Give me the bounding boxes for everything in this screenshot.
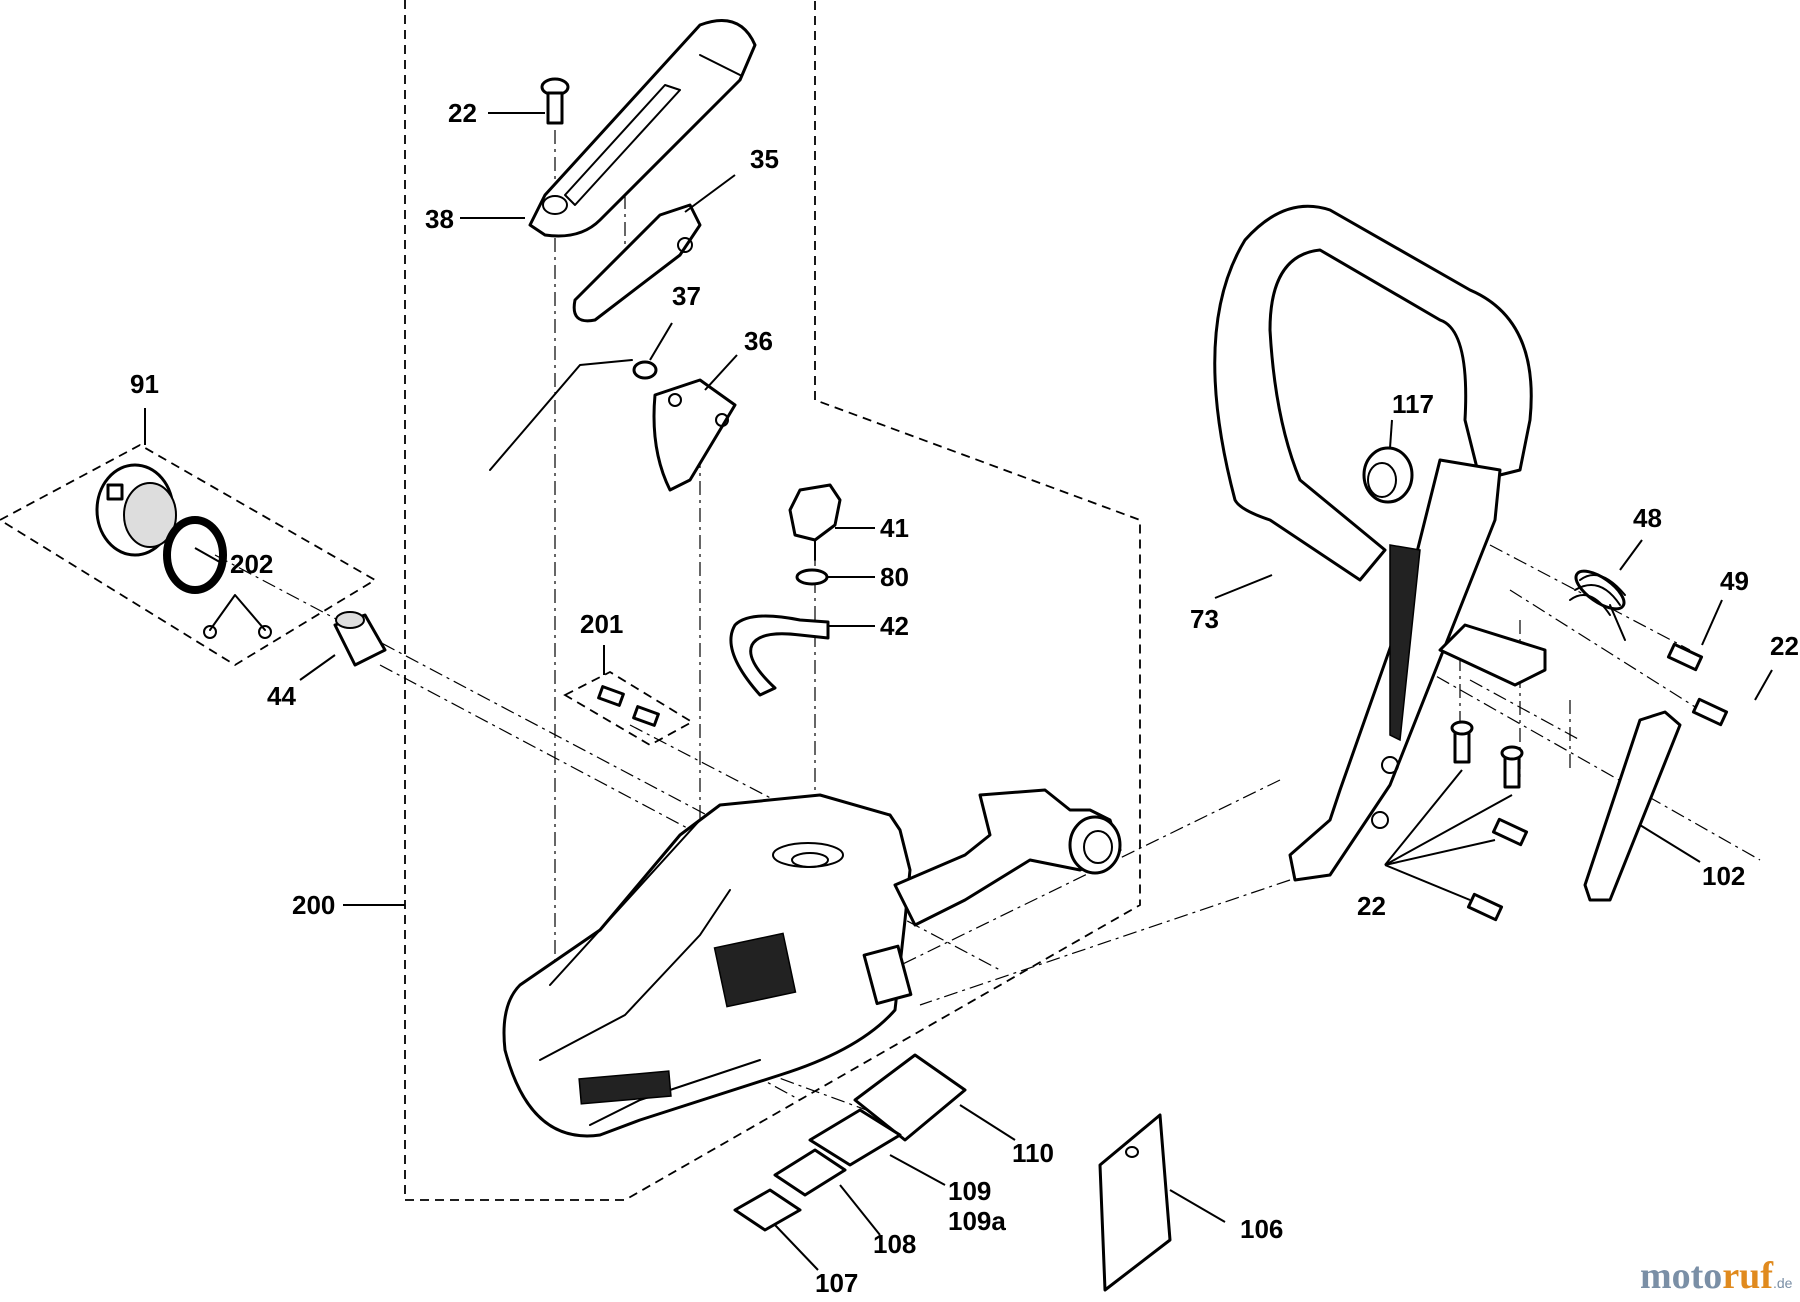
fuel-hose-42	[729, 614, 830, 697]
label-part-109: 109	[948, 1176, 991, 1206]
label-part-22-cluster: 22	[1357, 891, 1386, 921]
guide-lines	[214, 130, 1761, 1116]
bushing-117	[1362, 446, 1414, 504]
decal-108	[773, 1148, 847, 1197]
screw-22-top	[540, 77, 570, 125]
label-part-201: 201	[580, 609, 623, 639]
assembly-201-outline	[563, 670, 694, 747]
vibration-spring-48	[1569, 569, 1626, 641]
screw-22-right	[1691, 697, 1729, 727]
fuel-filter-44	[333, 611, 387, 667]
label-part-200: 200	[292, 890, 335, 920]
label-part-202: 202	[230, 549, 273, 579]
parts-201	[597, 685, 660, 727]
label-part-108: 108	[873, 1229, 916, 1259]
screw-49	[1666, 642, 1704, 672]
label-part-80: 80	[880, 562, 909, 592]
decal-109	[808, 1108, 902, 1167]
label-part-117: 117	[1392, 389, 1434, 419]
screws-22-cluster	[1450, 720, 1529, 922]
valve-41	[788, 483, 842, 561]
tag-106	[1098, 1113, 1172, 1292]
spring-37	[489, 359, 658, 471]
label-part-22-right: 22	[1770, 631, 1799, 661]
handle-cover-38	[528, 19, 757, 238]
label-part-91: 91	[130, 369, 159, 399]
label-part-109a: 109a	[948, 1206, 1006, 1236]
assembly-200-outline	[404, 0, 1141, 1201]
fuel-cap-91	[95, 463, 177, 557]
label-part-73: 73	[1190, 604, 1219, 634]
label-part-35: 35	[750, 144, 779, 174]
throttle-trigger-35	[572, 203, 702, 323]
svg-text:motoruf.de: motoruf.de	[1640, 1255, 1793, 1297]
label-part-107: 107	[815, 1268, 858, 1298]
throttle-lockout-36	[652, 378, 737, 492]
logo-text-ruf: ruf	[1722, 1255, 1774, 1297]
leader-lines	[144, 112, 1773, 1271]
label-part-38: 38	[425, 204, 454, 234]
seal-ring-202	[163, 516, 227, 594]
motoruf-logo: motoruf.de	[1640, 1255, 1793, 1297]
main-housing-200	[502, 788, 1122, 1138]
label-part-49: 49	[1720, 566, 1749, 596]
label-part-42: 42	[880, 611, 909, 641]
label-part-36: 36	[744, 326, 773, 356]
rubber-strip-102	[1583, 710, 1682, 902]
label-part-44: 44	[267, 681, 296, 711]
decal-107	[733, 1188, 802, 1232]
label-part-41: 41	[880, 513, 909, 543]
retaining-strap	[203, 594, 272, 639]
part-labels: 22 38 35 37 36 91 202 44 41 80 42 201 20…	[130, 98, 1799, 1298]
label-part-110: 110	[1012, 1138, 1054, 1168]
logo-text-suffix: .de	[1773, 1275, 1793, 1291]
mounting-bracket	[1438, 623, 1547, 687]
label-part-37: 37	[672, 281, 701, 311]
logo-text-moto: moto	[1640, 1255, 1722, 1297]
assembly-91-outline	[0, 443, 377, 667]
assembly-outlines	[0, 0, 1141, 1201]
o-ring-80	[795, 568, 829, 586]
front-handle-73	[1213, 204, 1533, 882]
label-part-48: 48	[1633, 503, 1662, 533]
label-part-22-top: 22	[448, 98, 477, 128]
label-part-102: 102	[1702, 861, 1745, 891]
label-part-106: 106	[1240, 1214, 1283, 1244]
part-drawings	[95, 19, 1729, 1292]
